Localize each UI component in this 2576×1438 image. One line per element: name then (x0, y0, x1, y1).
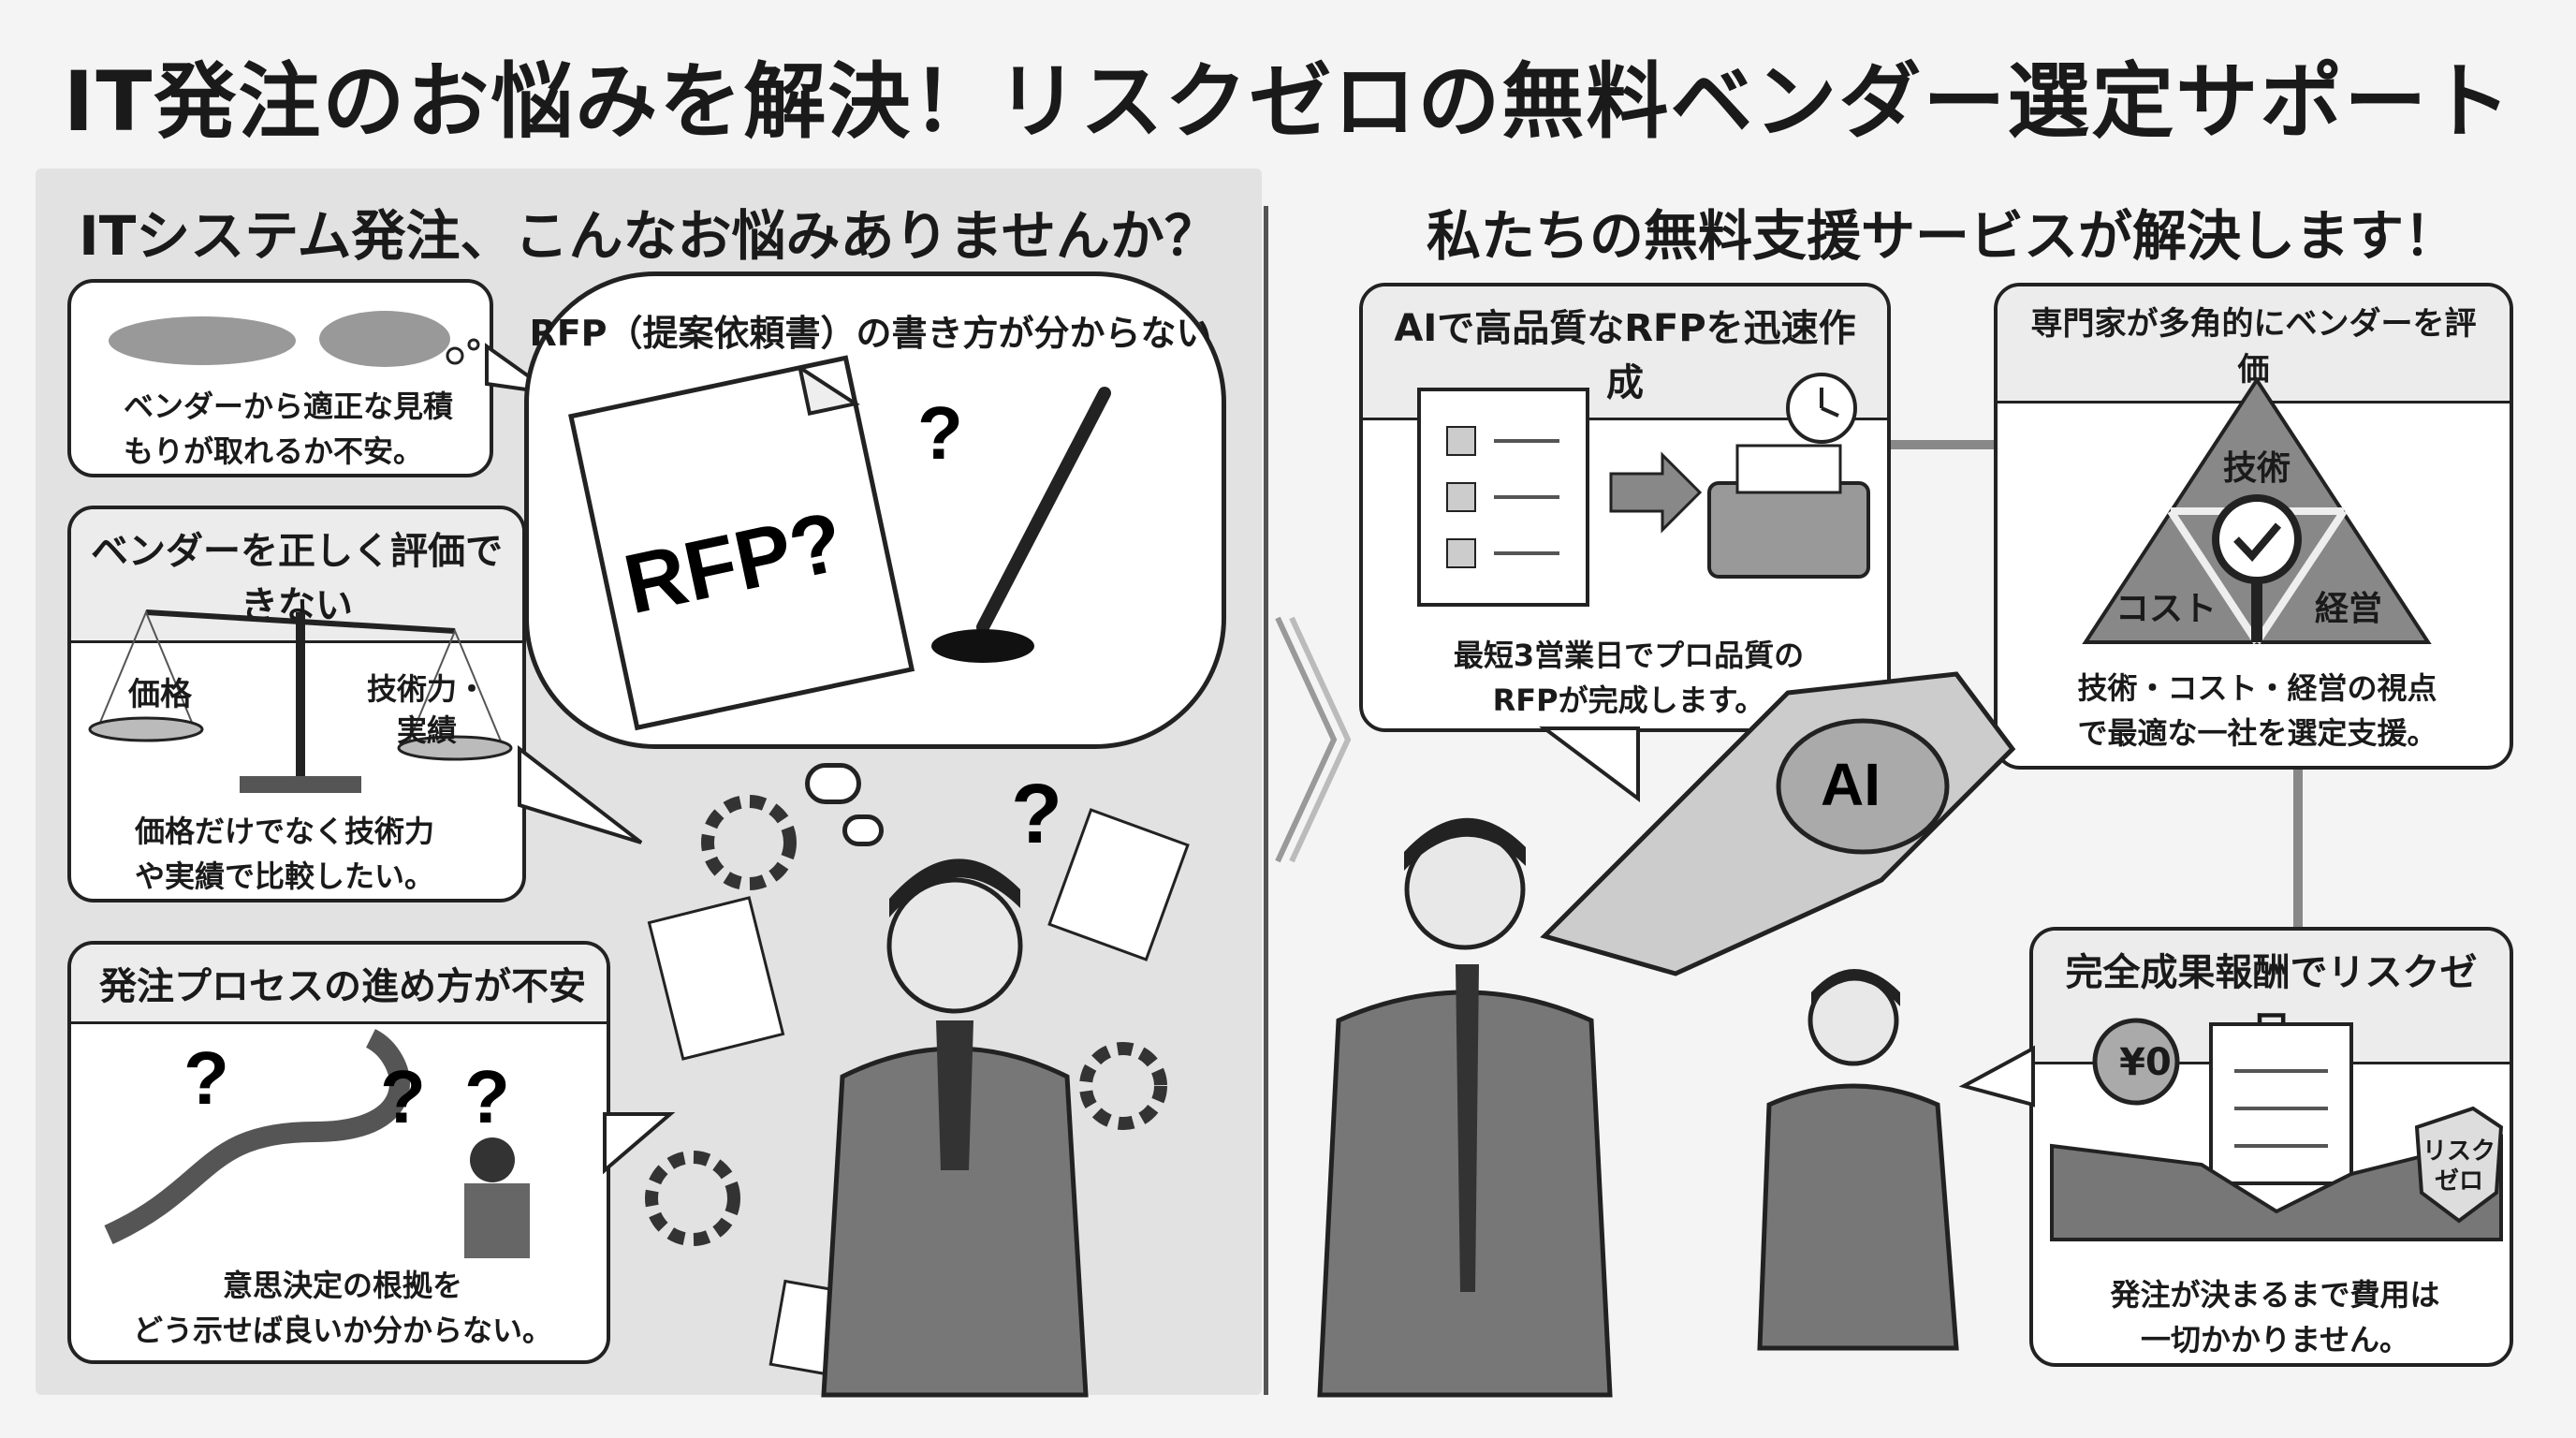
rfp-document-illustration: RFP? ? (568, 355, 1111, 731)
process-title: 発注プロセスの進め方が不安 (71, 945, 607, 1024)
expert-evaluation-box: 専門家が多角的にベンダーを評価 技術 コスト 経営 技術・コスト・経営の視点 で… (1994, 283, 2513, 770)
scale-left-label: 価格 (128, 676, 192, 713)
success-fee-text: 発注が決まるまで費用は 一切かかりません。 (2110, 1277, 2440, 1357)
thought-bubble-small (805, 763, 861, 804)
arrow-right-icon (1609, 451, 1703, 534)
process-text: 意思決定の根拠を どう示せば良いか分からない。 (132, 1268, 552, 1348)
evaluate-vendor-box: ベンダーを正しく評価できない 価格 技術力・ 実績 価格だけでなく技術力 や実績… (67, 506, 526, 902)
winding-road-illustration: ? ? ? (104, 1029, 530, 1258)
pen-icon (976, 387, 1111, 634)
tri-right-label: 経営 (2314, 590, 2382, 628)
page-title: IT発注のお悩みを解決！リスクゼロの無料ベンダー選定サポート (63, 53, 2513, 150)
success-fee-box: 完全成果報酬でリスクゼロ ¥0 リスク ゼロ 発注が決まるまで費用は 一切かかり… (2029, 927, 2513, 1367)
estimate-worry-text: ベンダーから適正な見積 もりが取れるか不安。 (124, 389, 454, 469)
scale-right-label: 技術力・ 実績 (366, 671, 487, 748)
question-mark: ? (917, 391, 963, 475)
svg-text:?: ? (1011, 768, 1062, 861)
speech-tail (603, 1112, 676, 1175)
chevron-right-icon (1275, 616, 1352, 863)
worried-businessman-illustration: ? (645, 768, 1190, 1398)
paper-icon (647, 896, 785, 1061)
gear-icon (701, 795, 797, 890)
handshake-illustration (2050, 1018, 2504, 1241)
ai-rfp-box: AIで高品質なRFPを迅速作成 最短3営業日でプロ品質の RFPが完成します。 (1359, 283, 1891, 732)
gear-icon (645, 1151, 740, 1246)
tri-left-label: コスト (2115, 590, 2217, 628)
speech-tail (1539, 726, 1640, 802)
magnifier-check-icon (2212, 494, 2302, 584)
solutions-heading: 私たちの無料支援サービスが解決します！ (1426, 204, 2458, 268)
coin-label: ¥0 (2119, 1041, 2172, 1084)
paper-icon (1047, 808, 1190, 961)
robot-hand-icon (1540, 671, 2016, 976)
coin-icon (2092, 1018, 2180, 1106)
connector-line (2293, 768, 2303, 927)
connector-line (1891, 440, 1994, 449)
evaluation-triangle-icon (2082, 376, 2432, 645)
expert-text: 技術・コスト・経営の視点 で最適な一社を選定支援。 (2077, 670, 2437, 751)
worries-heading: ITシステム発注、こんなお悩みありませんか？ (79, 204, 1219, 268)
rfp-cloud-title: RFP（提案依頼書）の書き方が分からない (529, 313, 1212, 354)
brain-icon (1776, 718, 1950, 855)
shield-icon (2414, 1106, 2504, 1224)
estimate-worry-box: ベンダーから適正な見積 もりが取れるか不安。 (67, 279, 493, 477)
printer-icon (1707, 481, 1870, 579)
shield-label: リスク ゼロ (2422, 1137, 2496, 1196)
gear-icon (1079, 1042, 1167, 1130)
tri-top-label: 技術 (2222, 449, 2291, 488)
scribble-icon (109, 311, 480, 367)
speech-tail (518, 744, 643, 844)
ai-rfp-text: 最短3営業日でプロ品質の RFPが完成します。 (1453, 638, 1805, 718)
center-divider (1264, 206, 1268, 1395)
question-mark: ? (380, 1055, 426, 1138)
question-mark: ? (464, 1055, 510, 1138)
speech-tail (1958, 1045, 2035, 1108)
process-worry-box: 発注プロセスの進め方が不安 ? ? ? 意思決定の根拠を どう示せば良いか分から… (67, 941, 610, 1364)
ai-label: AI (1821, 751, 1881, 818)
thought-bubble-tiny (842, 814, 884, 846)
contract-icon (2209, 1022, 2353, 1185)
document-to-printer-illustration (1417, 373, 1870, 607)
evaluate-text: 価格だけでなく技術力 や実績で比較したい。 (135, 814, 435, 894)
balance-scale-icon (88, 609, 513, 793)
question-mark: ? (183, 1036, 229, 1120)
ai-hand-and-consultants-illustration: AI (1317, 671, 2016, 1398)
